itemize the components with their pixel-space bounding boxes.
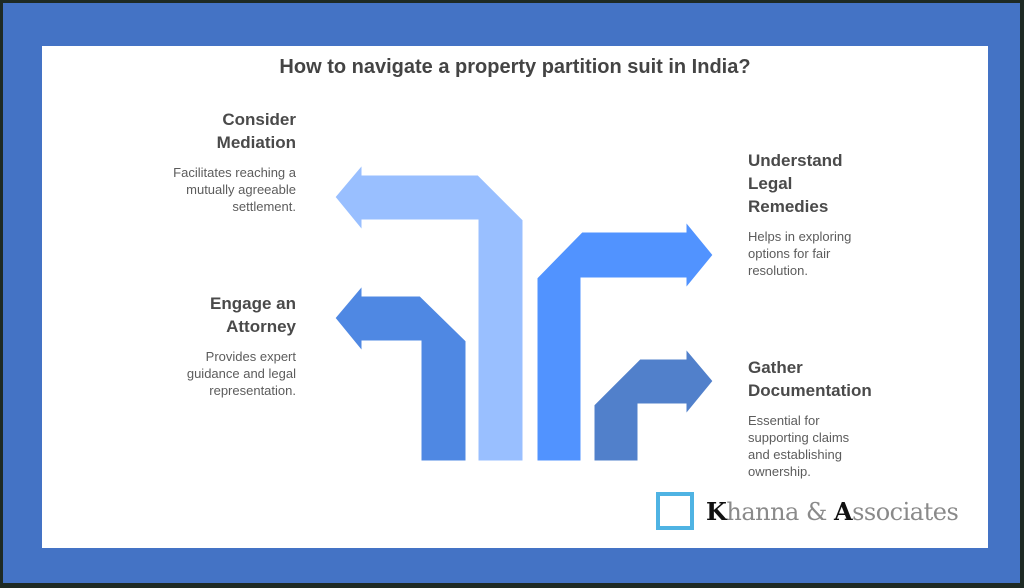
step-attorney: Engage an Attorney Provides expert guida… <box>122 292 296 399</box>
logo-initial-k: K <box>706 496 727 526</box>
heading-line: Consider <box>222 110 296 129</box>
page-title: How to navigate a property partition sui… <box>279 56 751 78</box>
step-heading: Consider Mediation <box>122 108 296 154</box>
arrow-diagram <box>334 163 714 462</box>
logo-text-part: ssociates <box>852 497 959 526</box>
heading-line: Gather <box>748 358 803 377</box>
description-line: options for fair <box>748 246 831 261</box>
step-mediation: Consider Mediation Facilitates reaching … <box>122 108 296 215</box>
description-line: resolution. <box>748 263 808 278</box>
heading-line: Remedies <box>748 197 829 216</box>
arrow-documentation <box>593 347 714 462</box>
heading-line: Understand <box>748 151 843 170</box>
description-line: guidance and legal <box>186 366 296 381</box>
step-description: Essential for supporting claims and esta… <box>748 412 928 480</box>
description-line: settlement. <box>232 199 296 214</box>
description-line: ownership. <box>748 464 811 479</box>
description-line: Essential for <box>748 413 820 428</box>
step-heading: Gather Documentation <box>748 356 928 402</box>
logo-text-part: hanna & <box>726 497 834 526</box>
arrow-mediation <box>334 163 524 462</box>
description-line: and establishing <box>748 447 842 462</box>
company-logo: Khanna & Associates <box>656 492 959 530</box>
step-description: Helps in exploring options for fair reso… <box>748 228 928 279</box>
description-line: mutually agreeable <box>186 182 296 197</box>
heading-line: Engage an <box>210 294 296 313</box>
step-description: Provides expert guidance and legal repre… <box>122 348 296 399</box>
heading-line: Documentation <box>748 381 872 400</box>
logo-square-icon <box>656 492 694 530</box>
description-line: supporting claims <box>748 430 850 445</box>
step-heading: Engage an Attorney <box>122 292 296 338</box>
arrow-attorney <box>334 284 467 462</box>
description-line: representation. <box>209 383 296 398</box>
outer-border: How to navigate a property partition sui… <box>3 3 1020 583</box>
step-documentation: Gather Documentation Essential for suppo… <box>748 356 928 480</box>
heading-line: Mediation <box>216 133 296 152</box>
description-line: Helps in exploring <box>748 229 852 244</box>
step-heading: Understand Legal Remedies <box>748 149 928 218</box>
step-description: Facilitates reaching a mutually agreeabl… <box>122 164 296 215</box>
description-line: Provides expert <box>205 349 296 364</box>
arrow-remedies <box>536 220 714 462</box>
logo-text: Khanna & Associates <box>706 496 959 526</box>
step-remedies: Understand Legal Remedies Helps in explo… <box>748 149 928 279</box>
diagram-canvas: How to navigate a property partition sui… <box>42 46 988 548</box>
heading-line: Legal <box>748 174 793 193</box>
heading-line: Attorney <box>226 317 296 336</box>
description-line: Facilitates reaching a <box>173 165 296 180</box>
logo-initial-a: A <box>833 496 853 526</box>
